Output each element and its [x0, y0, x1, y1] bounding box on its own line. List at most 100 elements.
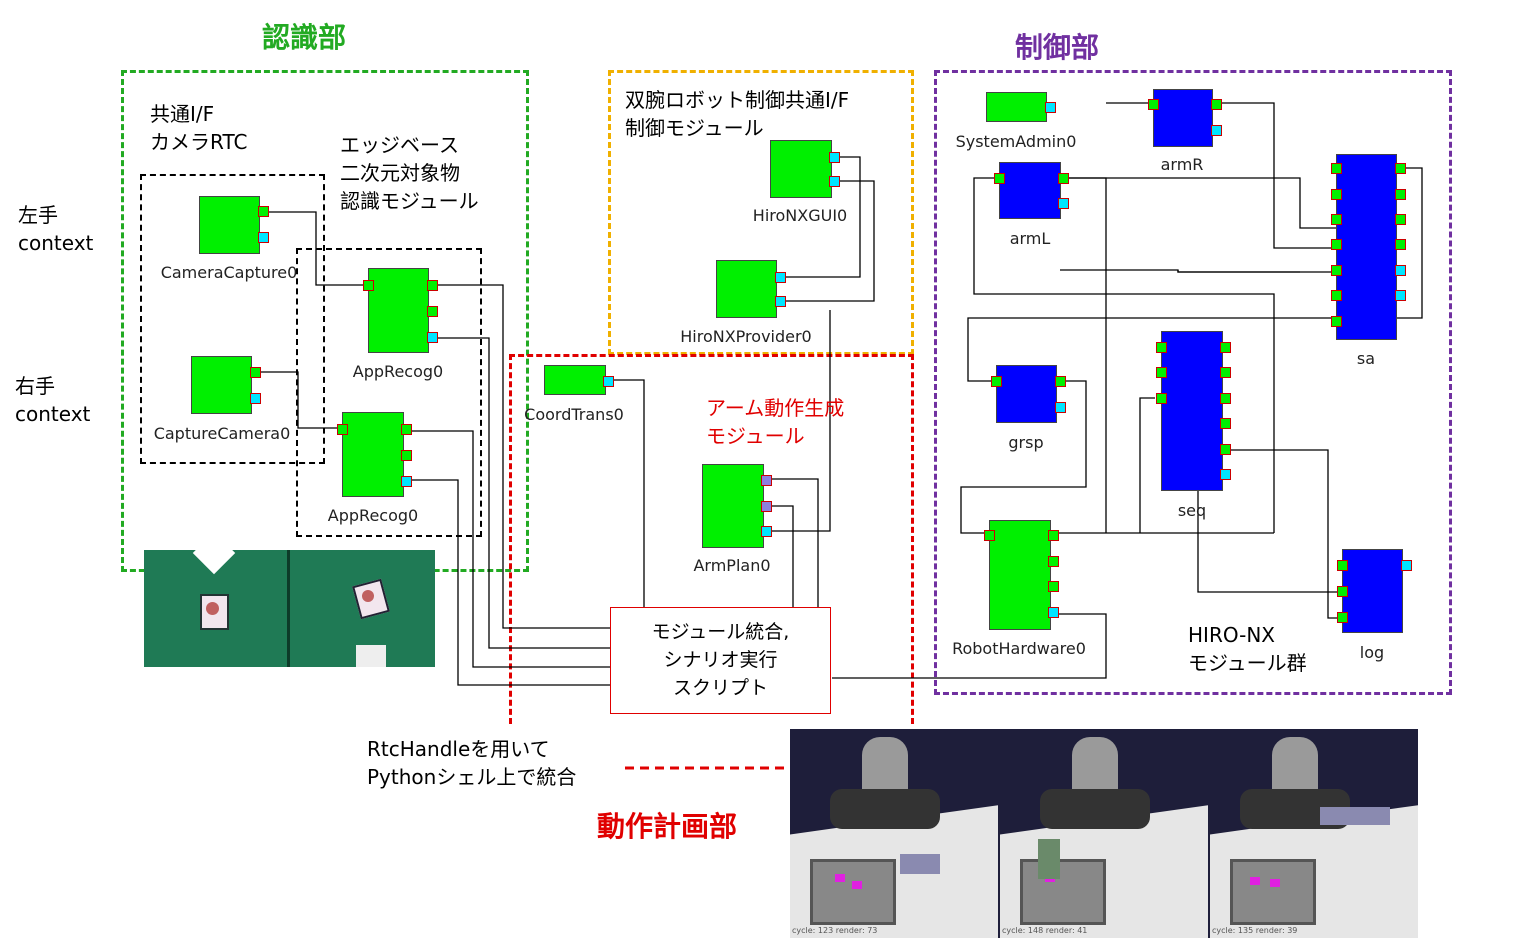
- in-port: [363, 280, 374, 291]
- out-port: [1048, 530, 1059, 541]
- in-port: [1156, 367, 1167, 378]
- edge-recog-group: [296, 248, 482, 537]
- out-port: [427, 280, 438, 291]
- capture-camera-node[interactable]: [191, 356, 261, 414]
- sim-caption-3: cycle: 135 render: 39: [1212, 926, 1298, 935]
- in-port: [1148, 99, 1159, 110]
- arm-r-node[interactable]: [1148, 89, 1222, 147]
- seq-label: seq: [1177, 501, 1207, 520]
- service-port: [1048, 607, 1059, 618]
- service-port: [401, 476, 412, 487]
- coord-trans-node[interactable]: [544, 365, 614, 395]
- log-node[interactable]: [1337, 549, 1412, 633]
- out-port: [1220, 418, 1231, 429]
- service-port: [1395, 265, 1406, 276]
- out-port: [1395, 163, 1406, 174]
- out-port: [258, 206, 269, 217]
- system-admin-label: SystemAdmin0: [955, 132, 1077, 151]
- dual-arm-group: [608, 70, 914, 355]
- sim-panel-1: cycle: 123 render: 73: [790, 729, 998, 938]
- out-port: [1220, 367, 1231, 378]
- service-port: [1395, 290, 1406, 301]
- sim-caption-2: cycle: 148 render: 41: [1002, 926, 1088, 935]
- coord-trans-label: CoordTrans0: [524, 405, 624, 424]
- app-recog-1-node[interactable]: [363, 268, 438, 353]
- service-port: [775, 272, 786, 283]
- sa-node[interactable]: [1331, 154, 1406, 340]
- out-port: [1395, 214, 1406, 225]
- service-port: [761, 501, 772, 512]
- camera-rtc-group: [140, 174, 325, 464]
- service-port: [603, 376, 614, 387]
- sim-panel-3: cycle: 135 render: 39: [1210, 729, 1418, 938]
- arm-l-label: armL: [1009, 229, 1051, 248]
- camera-view-image: [144, 550, 435, 667]
- service-port: [1045, 102, 1056, 113]
- robot-hardware-label: RobotHardware0: [952, 639, 1086, 658]
- out-port: [401, 424, 412, 435]
- out-port: [1395, 189, 1406, 200]
- camera-capture-label: CameraCapture0: [160, 263, 298, 282]
- sa-label: sa: [1356, 349, 1376, 368]
- service-port: [775, 296, 786, 307]
- hiro-provider-node[interactable]: [716, 260, 786, 318]
- out-port: [1395, 239, 1406, 250]
- in-port: [337, 424, 348, 435]
- service-port: [829, 176, 840, 187]
- out-port: [1048, 581, 1059, 592]
- app-recog-2-label: AppRecog0: [327, 506, 419, 525]
- robot-simulation-image: cycle: 123 render: 73 cycle: 148 render:…: [790, 729, 1418, 938]
- script-box: モジュール統合,シナリオ実行スクリプト: [610, 607, 831, 714]
- in-port: [1331, 265, 1342, 276]
- system-admin-node[interactable]: [986, 92, 1056, 122]
- grsp-label: grsp: [1008, 433, 1044, 452]
- service-port: [1401, 560, 1412, 571]
- out-port: [1058, 173, 1069, 184]
- motion-planning-title: 動作計画部: [597, 810, 738, 843]
- grsp-node[interactable]: [991, 365, 1066, 423]
- in-port: [1331, 316, 1342, 327]
- service-port: [761, 475, 772, 486]
- in-port: [1337, 612, 1348, 623]
- seq-node[interactable]: [1156, 331, 1231, 491]
- out-port: [1211, 99, 1222, 110]
- service-port: [829, 152, 840, 163]
- robot-hardware-node[interactable]: [984, 520, 1059, 630]
- service-port: [250, 393, 261, 404]
- in-port: [1331, 239, 1342, 250]
- out-port: [250, 367, 261, 378]
- in-port: [1337, 586, 1348, 597]
- control-group: [934, 70, 1452, 695]
- in-port: [1337, 560, 1348, 571]
- arm-plan-label: ArmPlan0: [693, 556, 771, 575]
- service-port: [258, 232, 269, 243]
- service-port: [761, 526, 772, 537]
- out-port: [1220, 444, 1231, 455]
- hiro-gui-label: HiroNXGUI0: [752, 206, 848, 225]
- in-port: [1331, 189, 1342, 200]
- out-port: [401, 450, 412, 461]
- hiro-gui-node[interactable]: [770, 140, 840, 198]
- arm-l-node[interactable]: [994, 162, 1069, 219]
- sim-panel-2: cycle: 148 render: 41: [1000, 729, 1208, 938]
- out-port: [1055, 376, 1066, 387]
- in-port: [1156, 342, 1167, 353]
- service-port: [1220, 469, 1231, 480]
- out-port: [427, 306, 438, 317]
- recognition-title: 認識部: [262, 21, 347, 54]
- motion-planning-group: [509, 354, 914, 724]
- control-title: 制御部: [1015, 31, 1100, 64]
- app-recog-2-node[interactable]: [337, 412, 412, 497]
- arm-plan-node[interactable]: [702, 464, 772, 548]
- in-port: [1156, 393, 1167, 404]
- sim-caption-1: cycle: 123 render: 73: [792, 926, 878, 935]
- in-port: [1331, 290, 1342, 301]
- camera-capture-node[interactable]: [199, 196, 269, 254]
- edge-recog-label: エッジベース二次元対象物認識モジュール: [340, 133, 479, 213]
- service-port: [1058, 198, 1069, 209]
- in-port: [994, 173, 1005, 184]
